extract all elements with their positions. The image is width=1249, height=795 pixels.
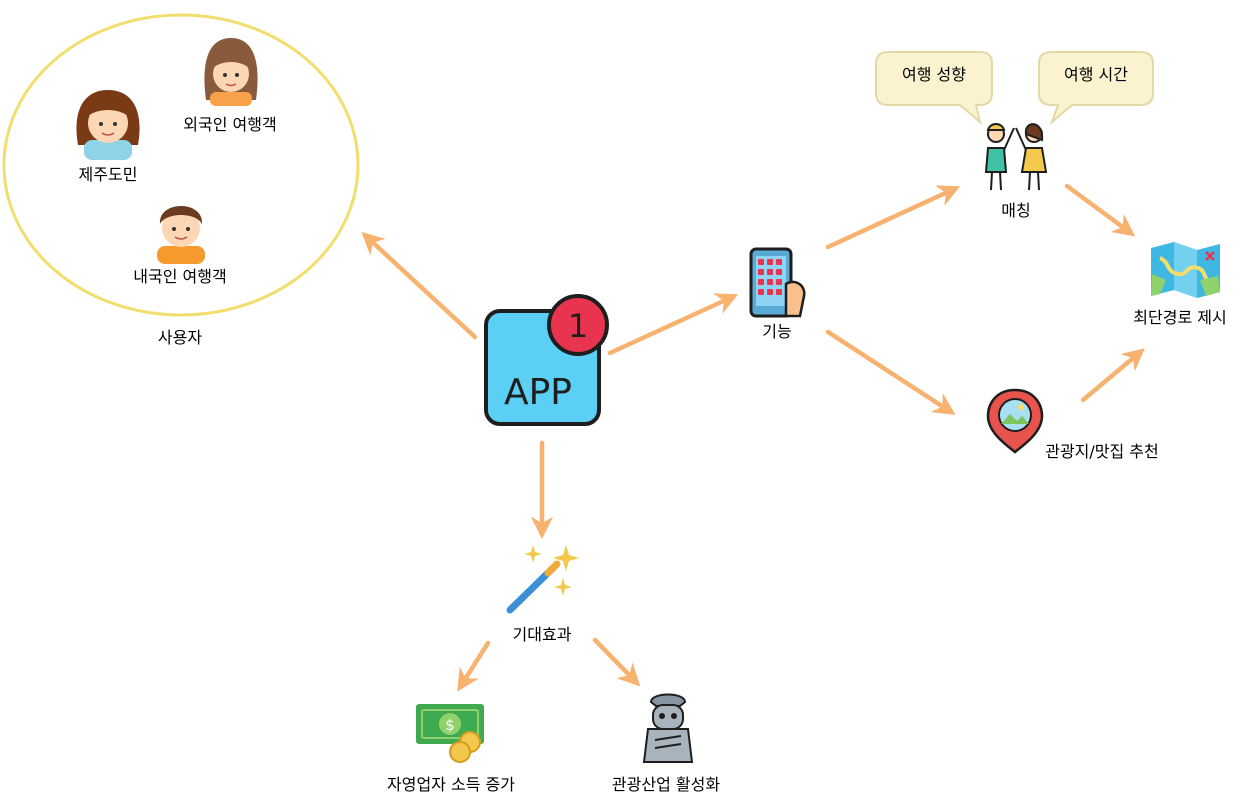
arrow-matching-to-route [1064, 183, 1136, 237]
arrow-effects-to-tourism [592, 637, 641, 687]
magic-wand-icon [506, 545, 579, 614]
features-label: 기능 [762, 322, 792, 341]
arrow-app-to-features [607, 293, 739, 356]
speech-bubble-right [1038, 51, 1154, 126]
bubble-left-text: 여행 성향 [902, 65, 966, 84]
domestic-traveler-avatar-icon [157, 206, 205, 264]
foreign-traveler-label: 외국인 여행객 [183, 115, 277, 134]
arrows [361, 183, 1145, 692]
phone-keypad-icon [749, 247, 806, 318]
svg-text:$: $ [445, 716, 455, 734]
money-coins-icon: $ [416, 704, 484, 763]
domestic-traveler-label: 내국인 여행객 [133, 267, 227, 286]
arrow-features-to-matching [825, 185, 961, 250]
income-label: 자영업자 소득 증가 [387, 775, 515, 794]
speech-bubble-left [875, 51, 993, 125]
shortest-route-label: 최단경로 제시 [1133, 308, 1227, 327]
arrow-features-to-recommendation [825, 329, 956, 415]
location-pin-icon [986, 388, 1044, 454]
foreign-traveler-avatar-icon [204, 38, 258, 106]
route-map-icon [1151, 242, 1220, 298]
tourism-label: 관광산업 활성화 [611, 775, 721, 794]
arrow-app-to-users [361, 231, 478, 340]
matching-label: 매칭 [1001, 201, 1031, 220]
arrow-recommendation-to-route [1080, 348, 1145, 403]
jeju-resident-avatar-icon [76, 90, 140, 160]
bubble-right-text: 여행 시간 [1064, 65, 1128, 84]
recommendation-label: 관광지/맛집 추천 [1045, 442, 1159, 461]
matching-high-five-icon [984, 123, 1048, 191]
app-label: APP [504, 372, 572, 413]
effects-label: 기대효과 [512, 625, 572, 644]
arrow-effects-to-income [457, 640, 491, 692]
jeju-resident-label: 제주도민 [78, 165, 138, 184]
app-badge-count: 1 [568, 307, 588, 345]
users-group-label: 사용자 [157, 328, 203, 347]
users-group-circle [2, 13, 360, 317]
app-icon [484, 294, 609, 426]
dol-hareubang-icon [642, 693, 694, 763]
